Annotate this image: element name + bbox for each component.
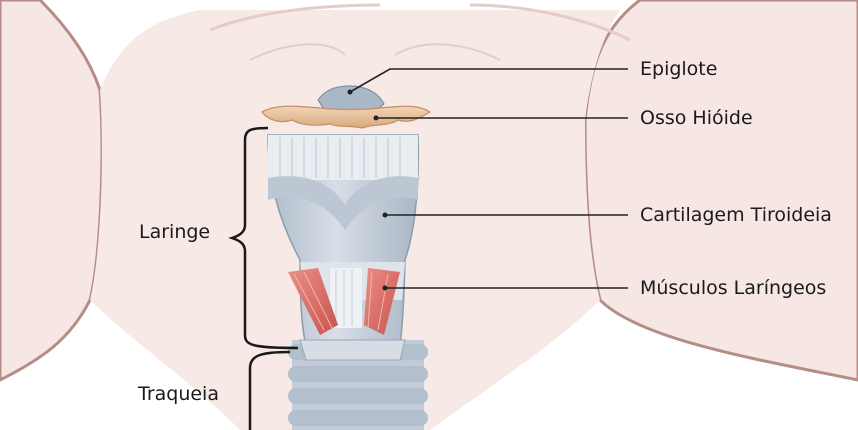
dot-epiglote [348, 90, 353, 95]
label-osso-hioide: Osso Hióide [640, 107, 753, 129]
dot-tiroide [383, 213, 388, 218]
label-laringe: Laringe [139, 221, 210, 243]
label-epiglote: Epiglote [640, 58, 717, 80]
cricoid-cartilage [300, 340, 405, 360]
dot-musculos [383, 286, 388, 291]
dot-hioide [374, 116, 379, 121]
label-musculos-laringeos: Músculos Laríngeos [640, 277, 826, 299]
label-traqueia: Traqueia [138, 383, 219, 405]
label-cartilagem-tiroideia: Cartilagem Tiroideia [640, 204, 832, 226]
